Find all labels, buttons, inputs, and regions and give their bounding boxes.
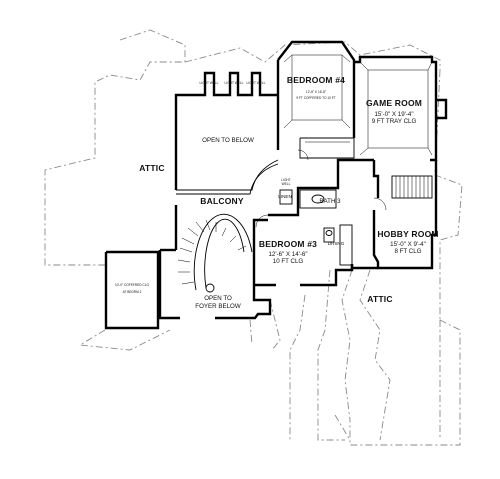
hobby-room-ceiling: 8 FT CLG [394, 248, 421, 255]
open-to-foyer-line2: FOYER BELOW [195, 303, 241, 310]
linen-label: LINEN [278, 194, 292, 199]
bedroom4-size: 12'-8" X 16'-8" [306, 90, 326, 94]
bath3-label: BATH 3 [319, 198, 341, 205]
dressing-label: DRSNG [328, 241, 345, 246]
coffered-note-line2: AT BEDRM 2 [123, 290, 142, 294]
light-well-2-label: LIGHT WELL [225, 81, 244, 85]
game-room-size: 15'-0" X 19'-4" [374, 111, 413, 118]
attic-left-label: ATTIC [139, 163, 164, 173]
light-well-1-label: LIGHT WELL [200, 81, 219, 85]
hobby-room-size: 15'-0" X 9'-4" [390, 241, 426, 248]
balcony-label: BALCONY [200, 196, 244, 206]
roof-outline [44, 29, 463, 446]
bedroom3-ceiling: 10 FT CLG [273, 258, 304, 265]
interior-lines [176, 54, 433, 266]
game-room-label: GAME ROOM [366, 98, 422, 108]
hobby-room-label: HOBBY ROOM [377, 229, 438, 239]
attic-right-label: ATTIC [367, 294, 392, 304]
open-to-below-label: OPEN TO BELOW [202, 137, 254, 144]
bath-light-label-2: WELL [282, 182, 291, 186]
bedroom3-label: BEDROOM #3 [259, 239, 317, 249]
game-room-ceiling: 9 FT TRAY CLG [372, 118, 417, 125]
exterior-walls [104, 40, 448, 330]
hobby-stair [391, 175, 433, 199]
bath-light-label-1: LIGHT [281, 178, 290, 182]
bedroom4-label: BEDROOM #4 [287, 75, 345, 85]
open-to-foyer-line1: OPEN TO [204, 295, 232, 302]
bedroom3-size: 12'-6" X 14'-6" [268, 251, 307, 258]
coffered-note-line1: 10'-0" COFFERED CLG [115, 283, 149, 287]
spiral-staircase [177, 213, 253, 293]
light-well-3-label: LIGHT WELL [247, 81, 266, 85]
bedroom4-ceiling: 9 FT COFFERED TO 10 FT [296, 96, 335, 100]
